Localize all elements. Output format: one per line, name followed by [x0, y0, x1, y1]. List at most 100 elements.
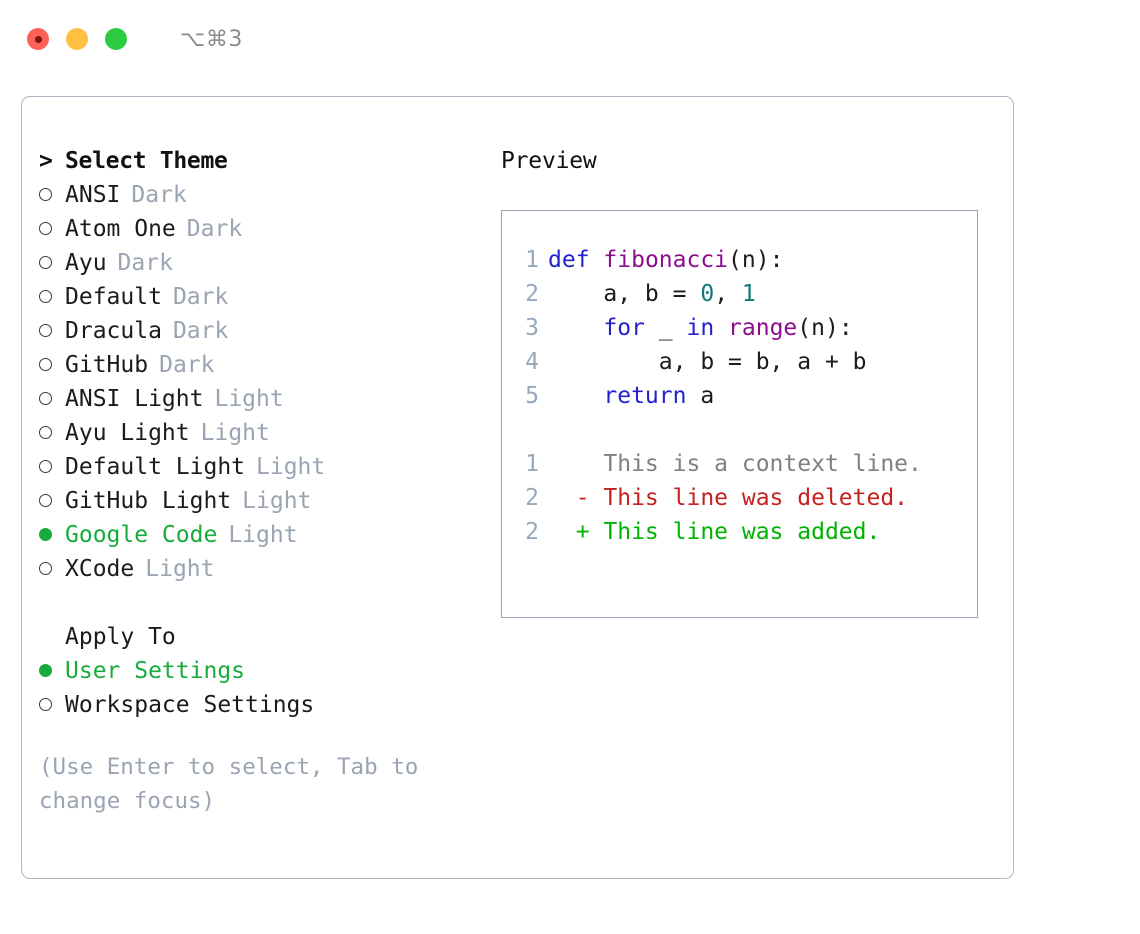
theme-option-name: GitHub	[65, 352, 149, 378]
prompt-caret-icon: >	[39, 148, 53, 174]
close-window-icon[interactable]	[27, 28, 49, 50]
theme-option-variant: Light	[256, 454, 326, 480]
code-line-text: def fibonacci(n):	[548, 247, 783, 273]
diff-line: 2 + This line was added.	[502, 519, 977, 553]
radio-unselected-icon[interactable]	[39, 249, 65, 275]
code-line-number: 5	[525, 383, 539, 409]
code-token-kw: def	[548, 247, 590, 273]
theme-option-variant: Light	[214, 386, 284, 412]
code-line-text: a, b = b, a + b	[548, 349, 867, 375]
apply-to-option-workspace-settings[interactable]: Workspace Settings	[39, 692, 479, 726]
radio-unselected-icon[interactable]	[39, 351, 65, 377]
radio-unselected-icon[interactable]	[39, 691, 65, 717]
theme-option-name: XCode	[65, 556, 135, 582]
theme-option-variant: Dark	[131, 182, 187, 208]
keyboard-shortcut-label: ⌥⌘3	[180, 26, 243, 52]
code-line: 2 a, b = 0, 1	[502, 281, 977, 315]
radio-unselected-icon[interactable]	[39, 283, 65, 309]
code-line-text: a, b = 0, 1	[548, 281, 756, 307]
theme-option-name: ANSI Light	[65, 386, 204, 412]
theme-option-variant: Light	[145, 556, 215, 582]
maximize-window-icon[interactable]	[105, 28, 127, 50]
select-theme-title: Select Theme	[65, 148, 228, 174]
code-line-number: 3	[525, 315, 539, 341]
theme-option-ansi-light[interactable]: ANSI Light Light	[39, 386, 479, 420]
theme-option-google-code[interactable]: Google Code Light	[39, 522, 479, 556]
code-token-num: 1	[741, 281, 756, 307]
radio-selected-icon[interactable]	[39, 521, 65, 547]
radio-unselected-icon[interactable]	[39, 181, 65, 207]
preview-title: Preview	[501, 148, 597, 174]
code-diff-separator	[502, 417, 977, 451]
theme-option-name: ANSI	[65, 182, 121, 208]
radio-selected-icon[interactable]	[39, 657, 65, 683]
theme-option-name: Dracula	[65, 318, 162, 344]
radio-unselected-icon[interactable]	[39, 555, 65, 581]
diff-line-text: - This line was deleted.	[548, 485, 909, 511]
code-token-pun	[714, 315, 728, 341]
code-token-pun	[548, 383, 603, 409]
radio-unselected-icon[interactable]	[39, 215, 65, 241]
theme-option-name: Ayu Light	[65, 420, 190, 446]
code-token-pun: (n):	[797, 315, 853, 341]
traffic-light-controls	[27, 28, 127, 50]
theme-option-ansi[interactable]: ANSI Dark	[39, 182, 479, 216]
theme-option-xcode[interactable]: XCode Light	[39, 556, 479, 590]
radio-unselected-icon[interactable]	[39, 385, 65, 411]
radio-unselected-icon[interactable]	[39, 487, 65, 513]
theme-option-name: Default	[65, 284, 162, 310]
code-token-pun: _	[644, 315, 687, 341]
theme-option-ayu[interactable]: Ayu Dark	[39, 250, 479, 284]
diff-line-text: This is a context line.	[548, 451, 922, 477]
theme-option-default[interactable]: Default Dark	[39, 284, 479, 318]
code-token-pun: (n):	[728, 247, 784, 273]
diff-line-text: + This line was added.	[548, 519, 881, 545]
theme-option-name: Google Code	[65, 522, 218, 548]
radio-unselected-icon[interactable]	[39, 317, 65, 343]
code-token-kw: in	[686, 315, 715, 341]
keyboard-hint-text: (Use Enter to select, Tab to change focu…	[39, 754, 419, 814]
radio-unselected-icon[interactable]	[39, 453, 65, 479]
theme-option-variant: Dark	[172, 284, 229, 310]
code-line: 5 return a	[502, 383, 977, 417]
diff-line: 2 - This line was deleted.	[502, 485, 977, 519]
minimize-window-icon[interactable]	[66, 28, 88, 50]
theme-option-default-light[interactable]: Default Light Light	[39, 454, 479, 488]
diff-sample: 1 This is a context line.2 - This line w…	[502, 451, 977, 553]
diff-line: 1 This is a context line.	[502, 451, 977, 485]
theme-option-name: Default Light	[65, 454, 246, 480]
code-token-num: 0	[700, 281, 715, 307]
code-line-text: for _ in range(n):	[548, 315, 853, 341]
code-token-fn: fibonacci	[603, 247, 729, 273]
theme-option-name: Ayu	[65, 250, 107, 276]
code-token-kw: return	[603, 383, 687, 409]
apply-to-option-name: User Settings	[65, 658, 246, 684]
theme-option-variant: Dark	[172, 318, 229, 344]
theme-option-dracula[interactable]: Dracula Dark	[39, 318, 479, 352]
theme-option-variant: Dark	[117, 250, 173, 276]
code-token-pun	[548, 315, 603, 341]
code-token-kw: for	[603, 315, 645, 341]
code-token-fn: range	[728, 315, 798, 341]
apply-to-option-user-settings[interactable]: User Settings	[39, 658, 479, 692]
code-line: 4 a, b = b, a + b	[502, 349, 977, 383]
list-spacer	[39, 590, 479, 624]
window-titlebar: ⌥⌘3	[0, 0, 1140, 78]
code-token-pun: a, b =	[548, 281, 701, 307]
theme-option-name: Atom One	[65, 216, 176, 242]
theme-option-variant: Light	[242, 488, 312, 514]
radio-unselected-icon[interactable]	[39, 419, 65, 445]
theme-option-variant: Light	[228, 522, 298, 548]
